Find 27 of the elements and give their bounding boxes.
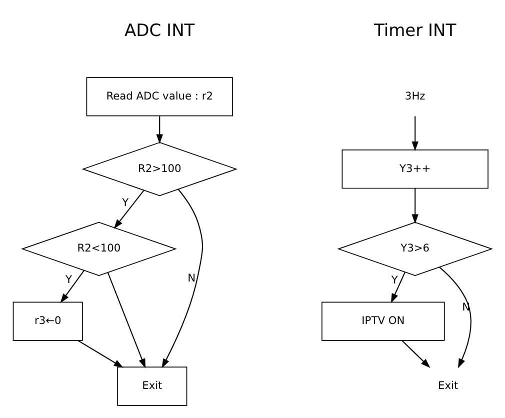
node-diamond: R2<100 [21,222,177,276]
arrow [402,340,430,368]
node-text: Exit [438,378,458,392]
node-box: r3←0 [12,302,83,341]
arrow [162,188,204,368]
arrow [412,188,418,224]
edge-label: N [188,271,196,284]
arrow [78,340,124,368]
node-box: Read ADC value : r2 [86,77,233,116]
node-box: IPTV ON [322,302,445,341]
node-box: Y3++ [342,150,488,189]
label: ADC INT [124,20,195,41]
arrow [60,270,84,304]
arrow [412,116,418,152]
node-diamond: R2>100 [82,142,238,196]
edge-label: Y [66,273,72,286]
arrow [107,272,146,368]
arrow [114,190,144,229]
node-diamond: Y3>6 [337,222,494,276]
node-box: Exit [117,366,188,406]
edge-label: Y [391,274,398,287]
edge-label: Y [122,196,129,210]
node-text: 3Hz [404,89,426,102]
arrow [439,266,472,368]
arrow [390,272,406,304]
arrow [156,116,163,144]
label: Timer INT [374,20,456,41]
